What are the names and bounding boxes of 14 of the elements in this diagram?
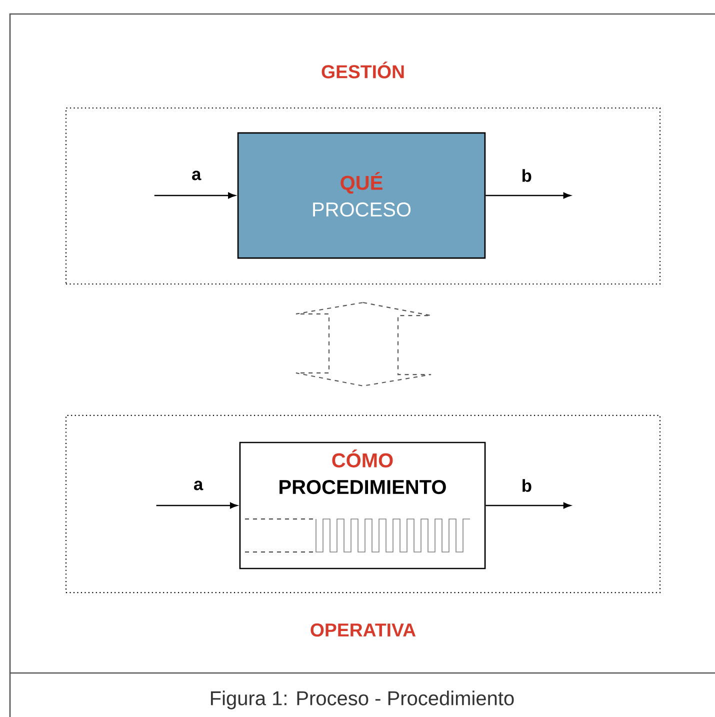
arrow <box>295 302 432 386</box>
arrow <box>486 502 571 509</box>
region-heading: GESTIÓN <box>322 62 404 78</box>
process-box: CÓMO PROCEDIMIENTO <box>239 442 486 570</box>
process-box: QUÉ PROCESO <box>237 132 486 259</box>
edge-label: b <box>520 478 534 494</box>
arrow <box>486 192 571 199</box>
arrow <box>156 502 238 509</box>
region-heading: OPERATIVA <box>310 623 416 637</box>
arrow <box>154 192 236 199</box>
edge-label: a <box>190 169 203 182</box>
edge-label: b <box>520 168 534 184</box>
edge-label: a <box>192 479 204 492</box>
caption: Figura 1: Proceso - Procedimiento <box>210 690 514 710</box>
